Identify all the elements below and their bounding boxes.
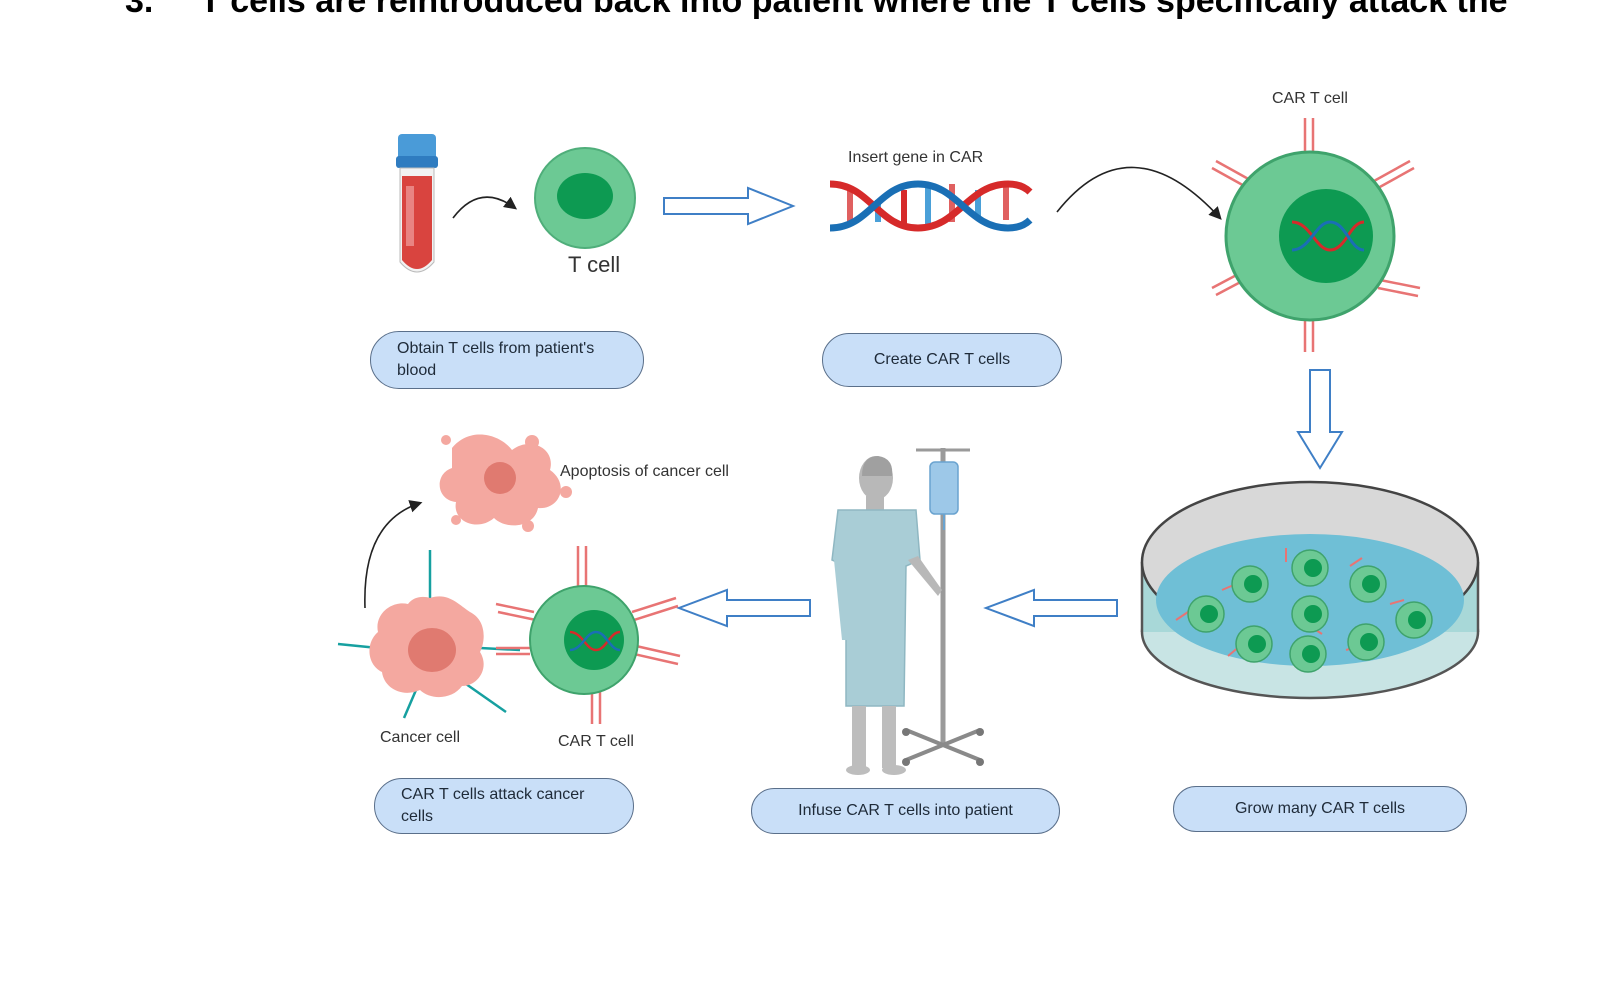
step-attack-cancer: CAR T cells attack cancer cells: [374, 778, 634, 834]
car-t-cell-top-label: CAR T cell: [1272, 90, 1348, 107]
page-heading: 3. T cells are reintroduced back into pa…: [0, 0, 1609, 22]
step-grow-car-t: Grow many CAR T cells: [1173, 786, 1467, 832]
car-t-cell-icon: [1211, 118, 1421, 352]
curved-arrow-icon: [1056, 166, 1222, 220]
step-infuse-car-t: Infuse CAR T cells into patient: [751, 788, 1060, 834]
heading-text: T cells are reintroduced back into patie…: [200, 0, 1508, 20]
block-arrow-right-1: [663, 186, 796, 226]
apoptosis-label: Apoptosis of cancer cell: [560, 463, 729, 480]
apoptotic-cell-icon: [439, 434, 572, 532]
insert-gene-label: Insert gene in CAR: [848, 149, 983, 166]
step-obtain-t-cells: Obtain T cells from patient's blood: [370, 331, 644, 389]
car-t-cell-small-icon: [495, 546, 681, 724]
iv-drip-stand-icon: [902, 448, 984, 766]
petri-dish-icon: [1140, 480, 1480, 700]
block-arrow-left-2: [676, 588, 811, 628]
patient-icon: [831, 456, 942, 775]
step-create-label: Create CAR T cells: [873, 351, 1011, 368]
step-create-car-t: Create CAR T cells: [822, 333, 1062, 387]
cancer-cell-label: Cancer cell: [380, 729, 460, 746]
car-t-cell-bottom-label: CAR T cell: [558, 733, 634, 750]
dna-helix-icon: [829, 180, 1033, 232]
t-cell-label: T cell: [568, 252, 620, 277]
block-arrow-down: [1296, 369, 1344, 470]
blood-tube-icon: [396, 134, 438, 273]
curved-arrow-icon: [452, 196, 518, 219]
step-attack-label: CAR T cells attack cancer cells: [401, 786, 585, 825]
curved-arrow-icon: [364, 500, 423, 609]
step-grow-label: Grow many CAR T cells: [1234, 800, 1406, 817]
step-obtain-label: Obtain T cells from patient's blood: [397, 340, 595, 379]
t-cell-icon: [534, 147, 636, 249]
block-arrow-left-1: [983, 588, 1118, 628]
heading-number: 3.: [125, 0, 154, 20]
cancer-cell-icon: [337, 550, 521, 719]
step-infuse-label: Infuse CAR T cells into patient: [798, 802, 1013, 819]
